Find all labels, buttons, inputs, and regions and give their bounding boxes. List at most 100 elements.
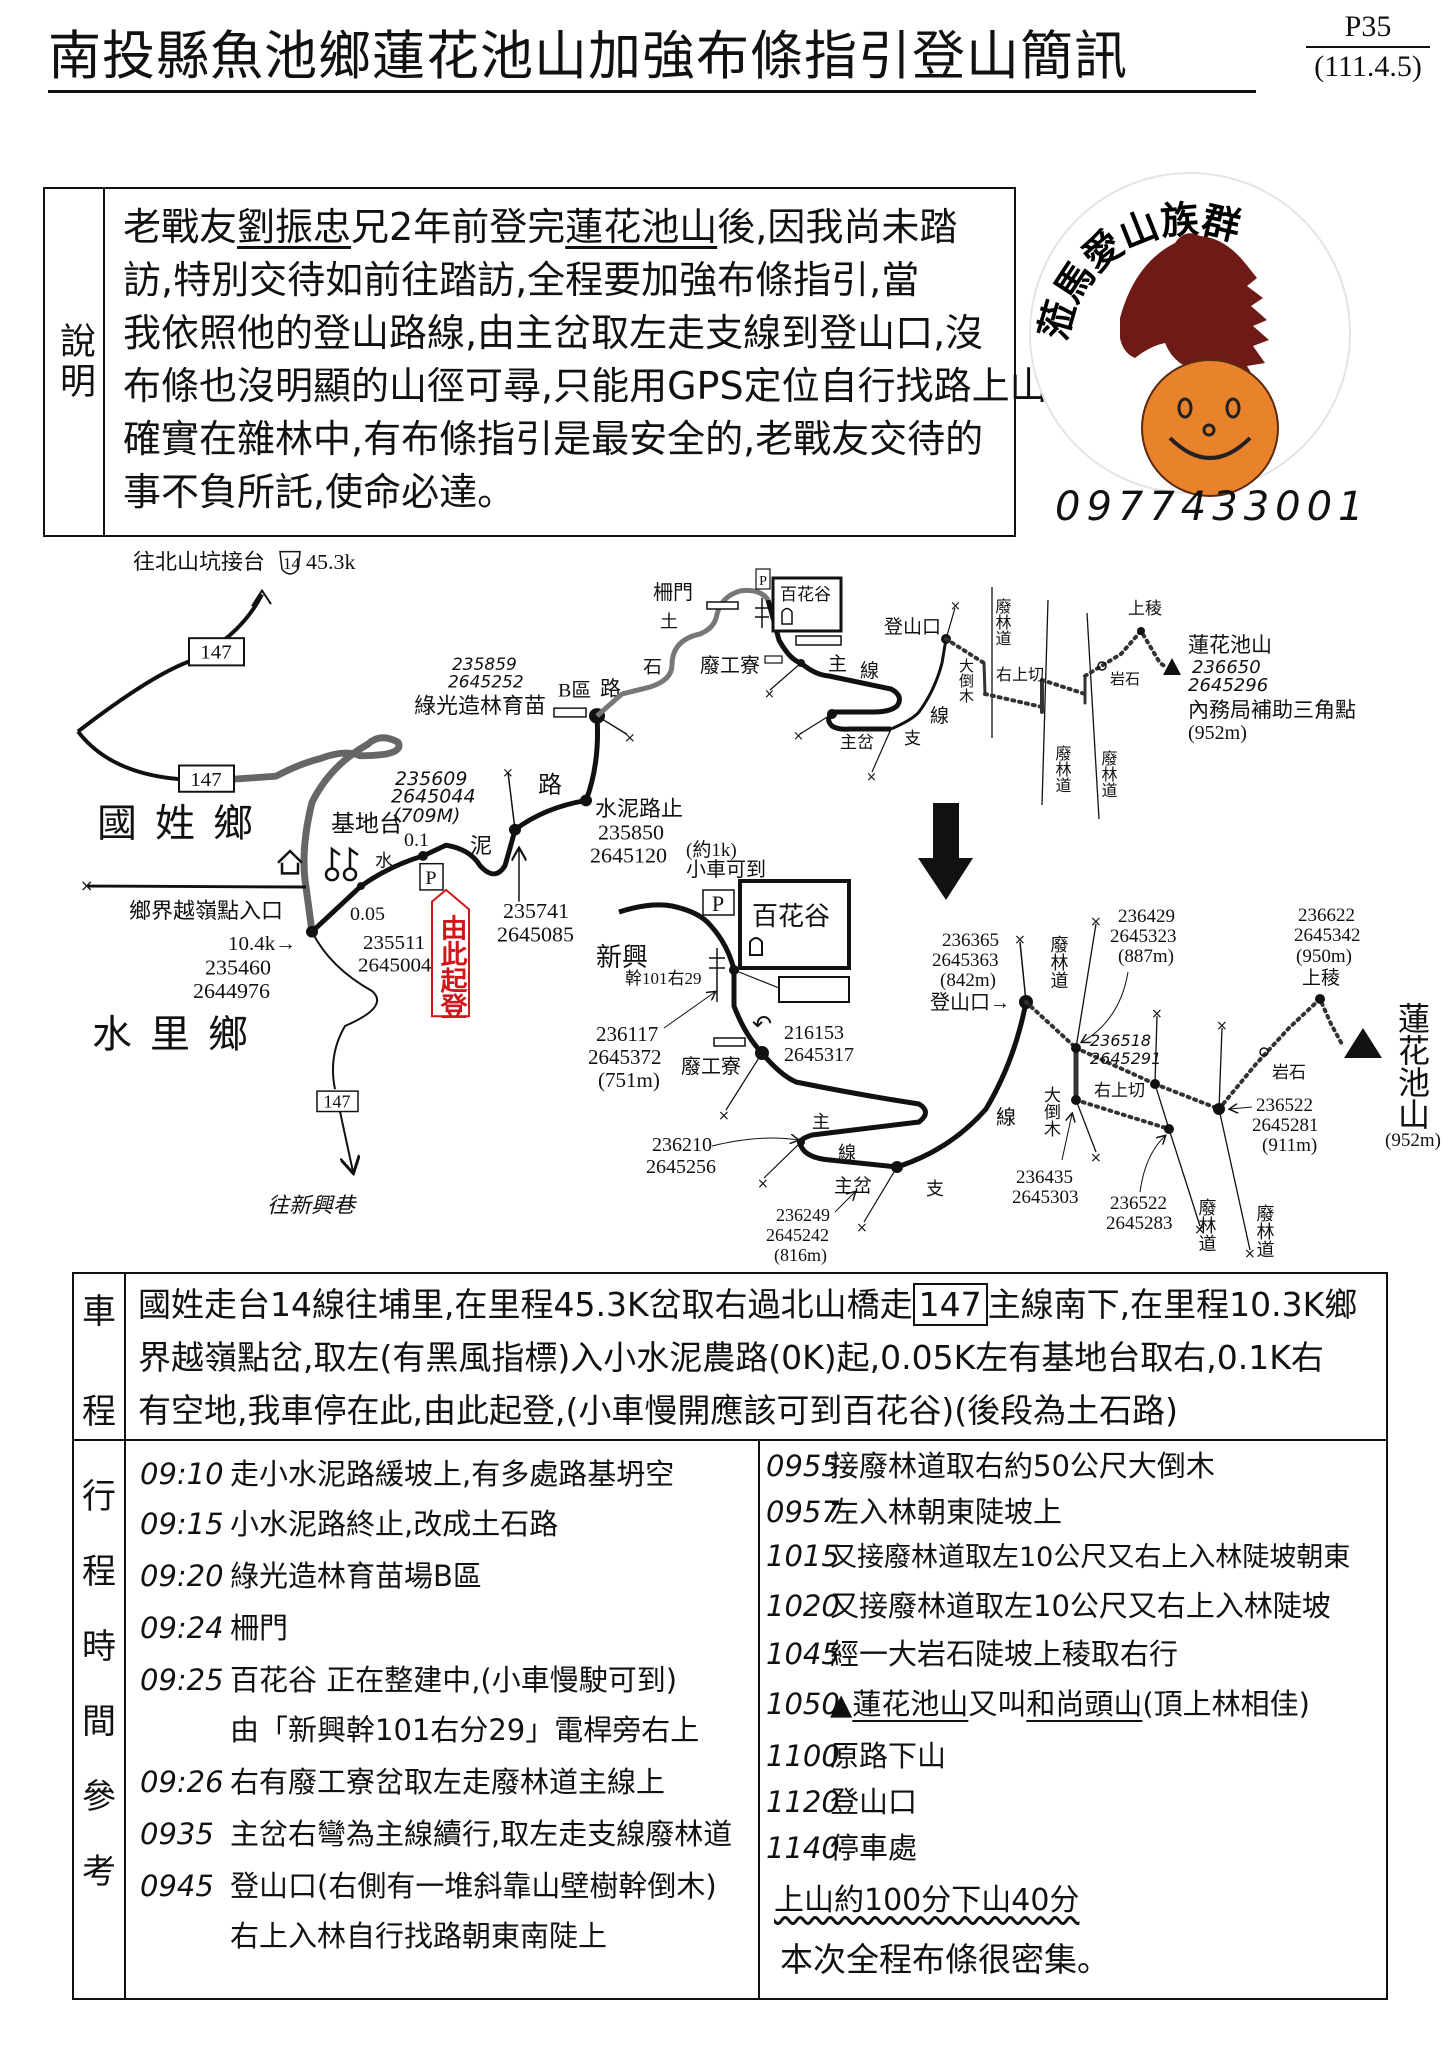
entry-time: 0957	[766, 1495, 840, 1529]
road-char: 主	[828, 653, 847, 675]
coord-n: 2645372	[588, 1045, 662, 1069]
antenna-icon	[324, 846, 359, 882]
summit-triangle-icon: ▲	[830, 1687, 853, 1721]
label-old-road: 廢林道	[1048, 935, 1069, 989]
u-turn-icon: ↶	[752, 1010, 772, 1038]
road-147-south	[311, 931, 379, 1090]
elevation: (887m)	[1118, 946, 1174, 967]
elevation: (950m)	[1296, 946, 1352, 967]
driving-label-char: 程	[82, 1392, 116, 1432]
coord-e: 236518	[1090, 1031, 1151, 1050]
building-icon	[764, 655, 783, 664]
entry-text: 接廢林道取右約50公尺大倒木	[830, 1449, 1215, 1483]
parking-label: P	[759, 574, 767, 589]
start-sign	[431, 888, 470, 1018]
side-path	[863, 1166, 898, 1223]
waypoint-dot	[418, 851, 428, 861]
end-x-icon: ×	[502, 765, 514, 781]
elevation: (816m)	[774, 1245, 827, 1266]
entry-text: 走小水泥路緩坡上,有多處路基坍空	[230, 1457, 675, 1491]
text-segment: 國姓走台14線往埔里,在里程45.3K岔取右過北山橋走	[138, 1285, 913, 1324]
face-nose	[1202, 423, 1216, 437]
label-peak: 蓮花池山	[1188, 633, 1272, 657]
label-to-xinxing: 往新興巷	[267, 1194, 357, 1219]
coord-e: 236249	[776, 1205, 830, 1225]
coord-e: 236117	[596, 1022, 658, 1046]
itinerary-entry: 1120登山口	[766, 1779, 917, 1821]
coord-n: 2645296	[1188, 675, 1268, 696]
building-icon	[553, 707, 587, 718]
coord-n: 2645252	[448, 672, 524, 692]
waypoint-dot	[729, 965, 739, 975]
peak-alias: 和尚頭山	[1026, 1687, 1143, 1721]
pointer-arrow	[1139, 1136, 1165, 1193]
description-line: 訪,特別交待如前往踏訪,全程要加強布條指引,當	[123, 258, 920, 302]
driving-label-cell: 車 程	[74, 1274, 126, 1439]
road-char: 主	[812, 1112, 830, 1133]
label-approx-1k: (約1k)	[686, 839, 737, 861]
itinerary-entry: 0955接廢林道取右約50公尺大倒木	[766, 1443, 1215, 1485]
itinerary-entry: 右上入林自行找路朝東南陡上	[140, 1913, 607, 1955]
rock-icon	[1097, 661, 1107, 671]
page-number-block: P35 (111.4.5)	[1296, 10, 1440, 84]
coord-e: 235859	[452, 654, 517, 674]
arrow-up-icon	[251, 588, 272, 607]
itinerary-entry-summit: 1050▲蓮花池山又叫和尚頭山(頂上林相佳)	[766, 1681, 1310, 1723]
closing-note: 本次全程布條很密集。	[780, 1940, 1110, 1979]
coord-e: 236522	[1110, 1193, 1167, 1214]
description-line: 事不負所託,使命必達。	[123, 470, 516, 514]
coord-e: 236435	[1016, 1167, 1073, 1188]
entry-time: 1140	[766, 1831, 840, 1865]
road-char: 土	[660, 612, 678, 633]
driving-label-char: 車	[82, 1292, 116, 1332]
entry-time: 09:24	[140, 1611, 224, 1645]
coord-e: 216153	[784, 1022, 844, 1044]
entry-time: 1120	[766, 1785, 840, 1819]
shelter-icon	[749, 937, 763, 956]
end-x-icon: ×	[1244, 1246, 1256, 1262]
branch-line-road	[890, 638, 948, 731]
end-x-icon: ×	[1014, 932, 1026, 948]
label-nursery: 綠光造林育苗	[414, 694, 546, 718]
end-x-icon: ×	[950, 599, 961, 614]
label-b-zone: B區	[558, 680, 591, 702]
waypoint-dot	[1071, 1095, 1081, 1105]
road-char: 水	[375, 851, 393, 872]
coord-n: 2645291	[1090, 1049, 1161, 1068]
entry-text: 左入林朝東陡坡上	[830, 1495, 1063, 1529]
text-segment: 老戰友	[123, 205, 238, 249]
pointer-arrow	[1230, 1107, 1253, 1109]
entry-text: 柵門	[230, 1611, 289, 1645]
description-box: 說明 老戰友劉振忠兄2年前登完蓮花池山後,因我尚未踏 訪,特別交待如前往踏訪,全…	[43, 187, 1048, 537]
label-baihua: 百花谷	[780, 585, 831, 605]
label-trailhead: 登山口	[884, 616, 941, 638]
start-label: 由此起登	[435, 914, 468, 1019]
entry-time: 09:25	[140, 1663, 224, 1697]
description-line: 老戰友劉振忠兄2年前登完蓮花池山後,因我尚未踏	[123, 201, 1003, 254]
entry-text: 又接廢林道取左10公尺又右上入林陡坡	[830, 1589, 1331, 1623]
label-to-beishan: 往北山坑接台	[133, 550, 265, 574]
label-ruin: 廢工寮	[700, 654, 760, 677]
road-sign-147	[178, 764, 235, 793]
road-char: 線	[996, 1105, 1016, 1129]
coord-e: 236210	[652, 1134, 712, 1156]
coord-n: 2645303	[1012, 1187, 1079, 1208]
label-big-tree: 大倒木	[1040, 1086, 1061, 1137]
pointer-arrow	[663, 992, 715, 1029]
entry-time: 1015	[766, 1539, 840, 1573]
coord-e: 236650	[1192, 657, 1261, 678]
itinerary-entry: 1140停車處	[766, 1825, 917, 1867]
entry-text: 停車處	[830, 1831, 918, 1865]
entry-text: 小水泥路終止,改成土石路	[230, 1507, 559, 1541]
coord-e: 236622	[1298, 905, 1355, 926]
coord-n: 2644976	[193, 979, 270, 1003]
smiley-face-icon	[1141, 359, 1279, 497]
phone-number: 0977433001	[1055, 484, 1370, 530]
label-old-road: 廢林道	[1053, 744, 1072, 793]
trail-line	[87, 884, 307, 889]
end-x-icon: ×	[793, 729, 804, 744]
